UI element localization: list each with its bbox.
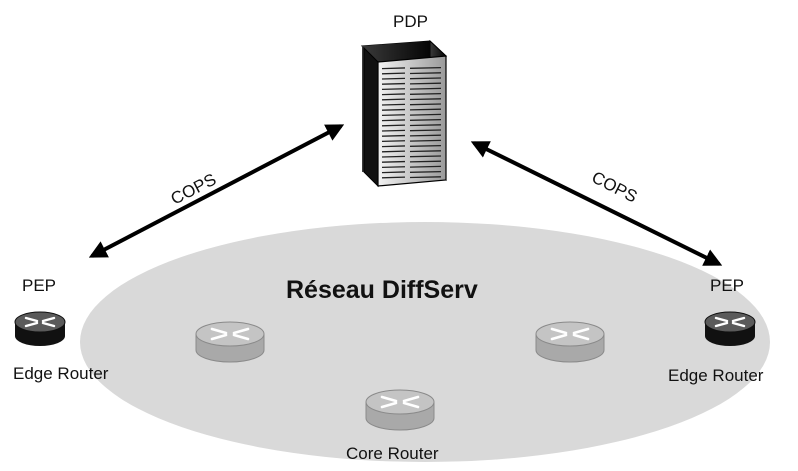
- server-icon: [360, 39, 448, 188]
- drive-bay-slot: [381, 140, 406, 143]
- drive-bay-slot: [409, 160, 442, 163]
- drive-bay-slot: [409, 103, 442, 106]
- pdp-label: PDP: [393, 12, 428, 31]
- drive-bay-slot: [381, 108, 406, 111]
- drive-bay-slot: [409, 170, 442, 173]
- pep-label-right: PEP: [710, 276, 745, 295]
- drive-bay-slot: [381, 134, 406, 137]
- drive-bay-slot: [409, 134, 442, 137]
- drive-bay-slot: [381, 72, 406, 75]
- cops-link-right: [470, 141, 723, 266]
- drive-bay-slot: [381, 129, 406, 132]
- drive-bay-slot: [381, 93, 406, 96]
- drive-bay-slot: [381, 103, 406, 106]
- core-router-left-icon: [195, 321, 265, 363]
- server-drive-bays: [381, 66, 442, 179]
- drive-bay-slot: [381, 119, 406, 122]
- drive-bay-slot: [409, 66, 442, 69]
- cops-link-left: [88, 124, 345, 258]
- drive-bay-slot: [409, 108, 442, 111]
- drive-bay-slot: [381, 166, 406, 169]
- edge-router-left-label: Edge Router: [13, 364, 109, 383]
- drive-bay-slot: [409, 165, 442, 168]
- drive-bay-slot: [409, 155, 442, 158]
- drive-bay-slot: [381, 67, 406, 70]
- edge-router-right-icon: [704, 311, 756, 346]
- core-router-label: Core Router: [346, 444, 439, 463]
- drive-bay-slot: [409, 77, 442, 80]
- drive-bay-slot: [381, 77, 406, 80]
- drive-bay-slot: [381, 114, 406, 117]
- drive-bay-slot: [409, 150, 442, 153]
- drive-bay-slot: [381, 150, 406, 153]
- drive-bay-slot: [381, 82, 406, 85]
- pep-label-left: PEP: [22, 276, 57, 295]
- drive-bay-slot: [381, 171, 406, 174]
- drive-bay-slot: [409, 72, 442, 75]
- drive-bay-slot: [381, 145, 406, 148]
- drive-bay-slot: [409, 113, 442, 116]
- cops-label-right: COPS: [589, 168, 641, 207]
- drive-bay-slot: [409, 82, 442, 85]
- edge-router-left-icon: [14, 311, 66, 346]
- drive-bay-slot: [409, 176, 442, 179]
- drive-bay-slot: [409, 139, 442, 142]
- drive-bay-slot: [381, 88, 406, 91]
- drive-bay-slot: [409, 92, 442, 95]
- network-ellipse: [80, 222, 770, 462]
- core-router-right-icon: [535, 321, 605, 363]
- drive-bay-slot: [381, 98, 406, 101]
- drive-bay-slot: [409, 124, 442, 127]
- drive-bay-slot: [409, 98, 442, 101]
- edge-router-right-label: Edge Router: [668, 366, 764, 385]
- drive-bay-slot: [409, 144, 442, 147]
- core-router-bottom-icon: [365, 389, 435, 431]
- network-title: Réseau DiffServ: [286, 276, 478, 304]
- drive-bay-slot: [381, 155, 406, 158]
- drive-bay-slot: [381, 124, 406, 127]
- drive-bay-slot: [381, 176, 406, 179]
- drive-bay-slot: [409, 129, 442, 132]
- drive-bay-slot: [409, 118, 442, 121]
- drive-bay-slot: [381, 160, 406, 163]
- drive-bay-slot: [409, 87, 442, 90]
